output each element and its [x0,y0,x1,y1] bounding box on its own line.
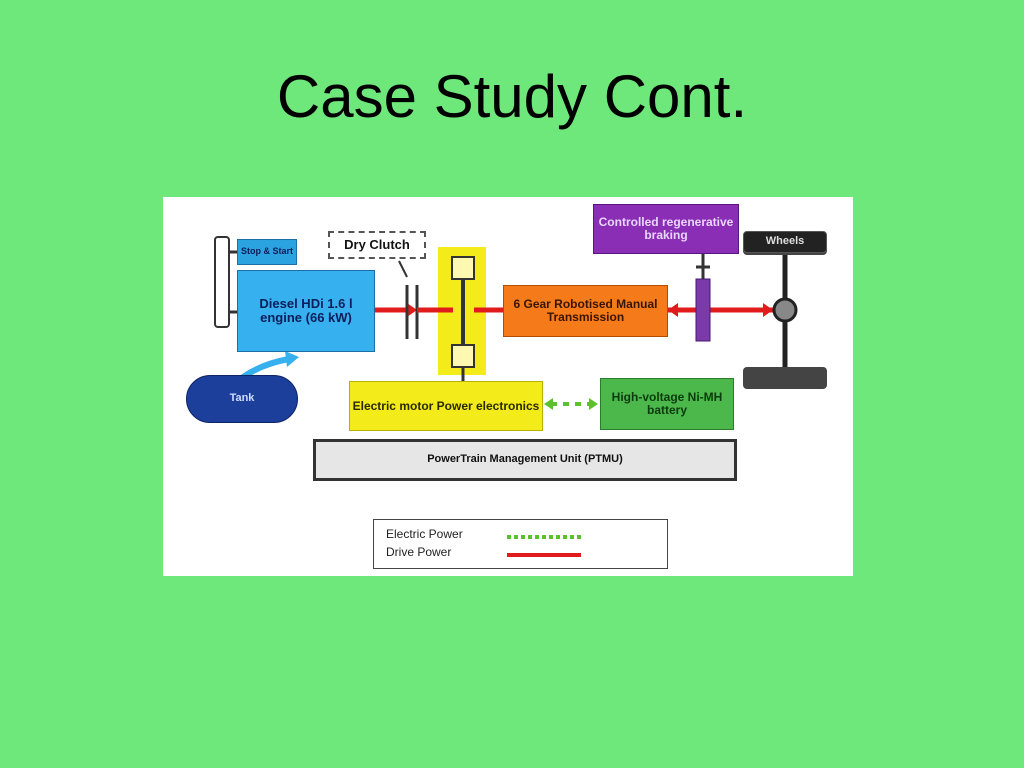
battery-box: High-voltage Ni-MH battery [600,378,734,430]
electric-arrow-left [544,398,553,410]
drive-arrow-engine [407,303,417,317]
engine-box: Diesel HDi 1.6 l engine (66 kW) [237,270,375,352]
electric-arrow-right [589,398,598,410]
differential [772,297,798,323]
wheels-label: Wheels [743,231,827,253]
brake-disc [695,278,711,342]
regen-braking-box: Controlled regenerative braking [593,204,739,254]
legend-electric-swatch [507,535,581,539]
gearbox-box: 6 Gear Robotised Manual Transmission [503,285,668,337]
electric-motor-box: Electric motor Power electronics [349,381,543,431]
legend-drive-swatch [507,553,581,557]
starter-unit [214,236,230,328]
gear-top [451,256,475,280]
fuel-arrow [285,351,299,367]
wheel-bottom [743,367,827,389]
tank-box: Tank [186,375,298,423]
stop-start-box: Stop & Start [237,239,297,265]
slide-title: Case Study Cont. [276,63,748,130]
ptmu-box: PowerTrain Management Unit (PTMU) [313,439,737,481]
legend-electric-label: Electric Power [386,527,463,541]
powertrain-diagram: Stop & Start Diesel HDi 1.6 l engine (66… [163,197,853,576]
legend: Electric Power Drive Power [373,519,668,569]
drive-arrow-left [668,303,678,317]
dry-clutch-box: Dry Clutch [328,231,426,259]
legend-drive-label: Drive Power [386,545,452,559]
diagram-connectors [214,236,798,410]
drive-arrow-right [763,303,773,317]
gear-bottom [451,344,475,368]
clutch-pointer [398,260,408,278]
